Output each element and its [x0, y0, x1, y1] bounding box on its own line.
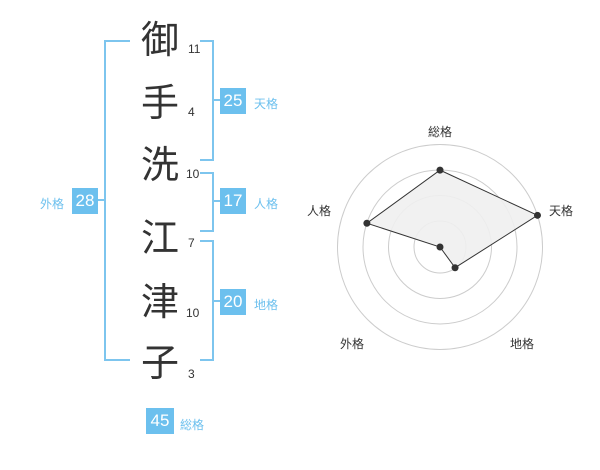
jinkaku-tick — [214, 200, 222, 202]
radar-point-4 — [436, 243, 444, 251]
radar-area — [365, 169, 539, 269]
tenkaku-label: 天格 — [254, 97, 279, 111]
stroke-count-1: 11 — [188, 42, 201, 56]
radar-chart — [300, 110, 580, 380]
name-char-6: 子 — [140, 341, 179, 385]
jinkaku-bracket — [200, 172, 214, 232]
chikaku-score: 20 — [220, 289, 246, 315]
stroke-count-4: 7 — [188, 236, 195, 250]
radar-label-gaikaku: 外格 — [340, 337, 365, 351]
name-char-5: 津 — [140, 280, 179, 324]
stroke-count-2: 4 — [188, 105, 195, 119]
tenkaku-score: 25 — [220, 88, 246, 114]
radar-point-1 — [436, 166, 444, 174]
name-char-1: 御 — [140, 18, 179, 62]
chikaku-bracket — [200, 240, 214, 361]
gaikaku-label: 外格 — [40, 197, 65, 211]
radar-ring-4 — [337, 144, 543, 350]
stroke-count-6: 3 — [188, 367, 195, 381]
gaikaku-bracket — [104, 40, 130, 361]
radar-point-5 — [363, 219, 371, 227]
name-char-3: 洗 — [140, 143, 179, 187]
name-char-4: 江 — [140, 216, 179, 260]
radar-label-jinkaku: 人格 — [307, 204, 332, 218]
radar-svg — [337, 144, 543, 350]
radar-label-chikaku: 地格 — [510, 337, 535, 351]
chikaku-label: 地格 — [254, 298, 279, 312]
chikaku-tick — [214, 300, 222, 302]
radar-label-soukaku: 総格 — [428, 125, 453, 139]
jinkaku-score: 17 — [220, 188, 246, 214]
gaikaku-score: 28 — [72, 188, 98, 214]
soukaku-label: 総格 — [180, 418, 205, 432]
radar-point-2 — [533, 211, 541, 219]
tenkaku-tick — [214, 99, 222, 101]
radar-point-3 — [451, 264, 459, 272]
stroke-count-5: 10 — [186, 306, 200, 320]
stroke-count-3: 10 — [186, 167, 200, 181]
tenkaku-bracket — [200, 40, 214, 161]
soukaku-score: 45 — [146, 408, 174, 434]
radar-label-tenkaku: 天格 — [549, 204, 574, 218]
gaikaku-tick — [98, 199, 106, 201]
name-char-2: 手 — [140, 81, 179, 125]
jinkaku-label: 人格 — [254, 197, 279, 211]
